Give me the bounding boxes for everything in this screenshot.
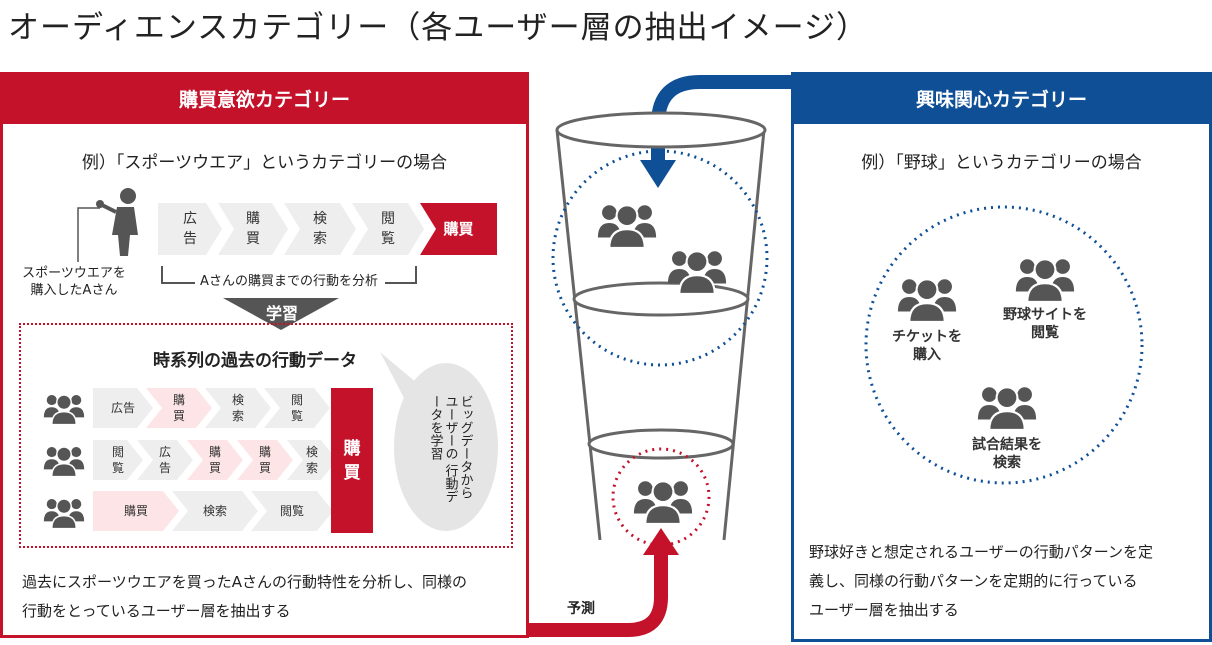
- funnel-user-group-icon: [594, 198, 660, 250]
- segment-label: 野球サイトを閲覧: [1003, 307, 1087, 341]
- blue-arrowhead: [640, 160, 676, 188]
- speech-bubble: [380, 352, 498, 531]
- funnel-user-group-icon: [664, 244, 730, 296]
- user-group-icon: [42, 390, 86, 426]
- segment-label: 試合結果を検索: [972, 437, 1042, 471]
- segment-user-group-icon: [1012, 252, 1078, 304]
- learn-arrow: [223, 298, 339, 330]
- user-group-icon: [42, 494, 86, 530]
- bubble-text: ビッグデータから ユーザーの 行動データを学習: [427, 395, 473, 504]
- step-ad: 広告: [158, 203, 222, 255]
- history-box: [19, 323, 513, 548]
- segment-user-group-icon: [894, 272, 960, 324]
- segment-user-group-icon: [974, 380, 1040, 432]
- interest-circle: [864, 205, 1144, 485]
- user-group-icon: [42, 442, 86, 478]
- history-purchase-block: 購買: [331, 388, 373, 533]
- analysis-bracket: [161, 266, 195, 284]
- funnel-top-circle: [551, 149, 769, 367]
- purchase-intent-example: 例）「スポーツウエア」というカテゴリーの場合: [81, 153, 448, 173]
- interest-header: 興味関心カテゴリー: [791, 72, 1212, 124]
- predict-label: 予測: [567, 601, 595, 617]
- purchase-intent-header: 購買意欲カテゴリー: [0, 72, 529, 124]
- funnel-bottom-circle: [611, 447, 711, 547]
- buyer-caption: スポーツウエアを 購入したAさん: [22, 266, 126, 298]
- buyer-connector: [77, 207, 100, 262]
- analysis-label: Aさんの購買までの行動を分析: [200, 274, 378, 289]
- page-title: オーディエンスカテゴリー（各ユーザー層の抽出イメージ）: [8, 10, 868, 46]
- purchase-intent-description: 過去にスポーツウエアを買ったAさんの行動特性を分析し、同様の 行動をとっているユ…: [22, 573, 467, 620]
- history-step: 購買: [93, 491, 179, 531]
- interest-example: 例）「野球」というカテゴリーの場合: [861, 153, 1142, 173]
- segment-label: チケットを購入: [892, 329, 962, 363]
- buyer-figure: [96, 188, 138, 256]
- interest-description: 野球好きと想定されるユーザーの行動パターンを定 義し、同様の行動パターンを定期的…: [809, 543, 1153, 619]
- learn-label: 学習: [265, 304, 298, 323]
- red-arrow: [529, 550, 668, 637]
- history-title: 時系列の過去の行動データ: [153, 351, 357, 371]
- predicted-user-group-icon: [630, 474, 696, 526]
- red-arrowhead: [643, 528, 679, 555]
